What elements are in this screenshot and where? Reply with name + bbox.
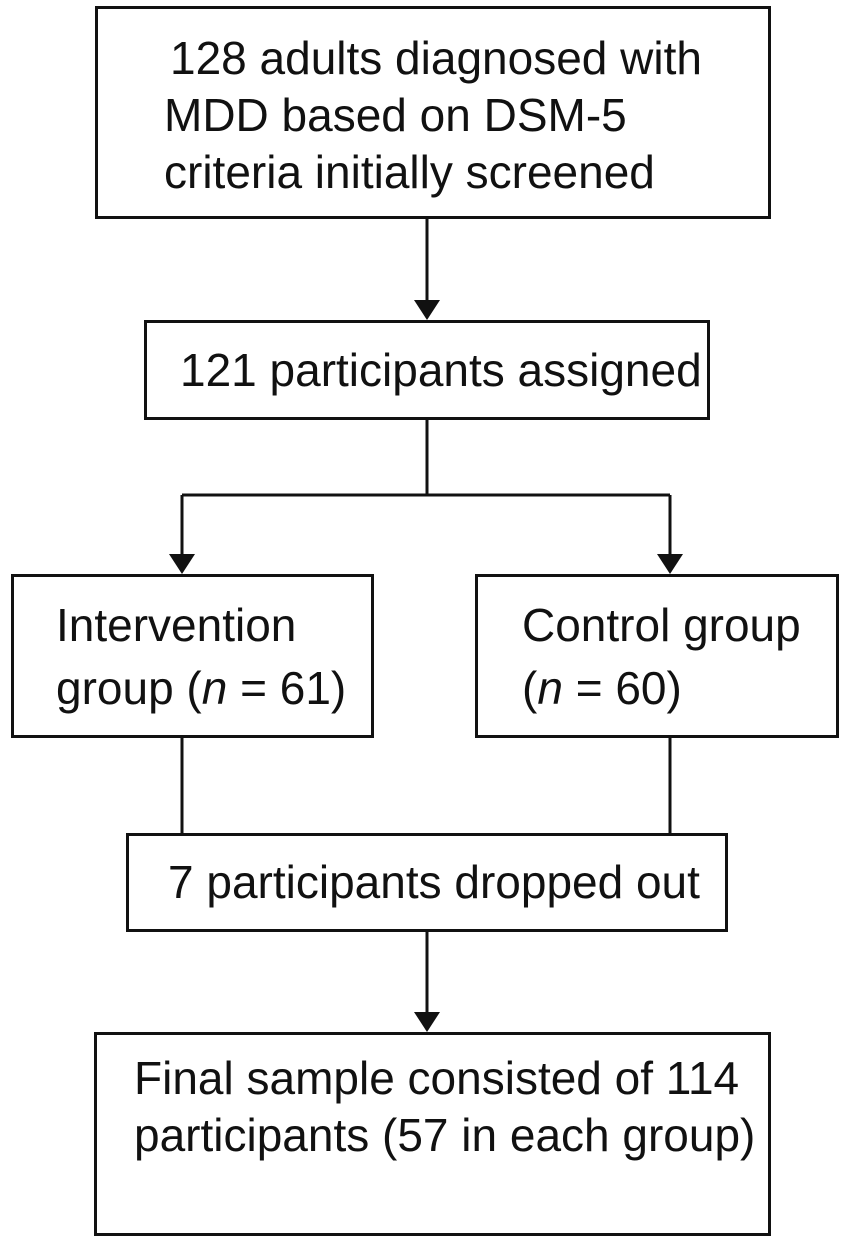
intervention-line-2-prefix: group ( — [56, 662, 202, 714]
control-count: = 60) — [562, 662, 682, 714]
screened-line-1: 128 adults diagnosed with — [170, 32, 702, 84]
control-n-symbol: n — [537, 662, 563, 714]
assigned-text: 121 participants assigned — [180, 344, 702, 396]
screened-line-3: criteria initially screened — [164, 146, 655, 198]
arrowhead-control — [657, 554, 683, 574]
dropped-box — [126, 833, 728, 932]
control-line-2-prefix: ( — [522, 662, 538, 714]
intervention-n-symbol: n — [201, 662, 228, 714]
arrowhead-intervention — [169, 554, 195, 574]
final-line-1: Final sample consisted of 114 — [134, 1052, 740, 1104]
intervention-line-1: Intervention — [56, 599, 297, 651]
intervention-box — [11, 574, 374, 738]
dropped-text: 7 participants dropped out — [168, 856, 700, 908]
control-line-1: Control group — [522, 599, 801, 651]
assigned-box — [144, 320, 710, 420]
arrowhead-assigned — [414, 300, 440, 320]
final-line-2: participants (57 in each group) — [134, 1109, 756, 1161]
screened-line-2: MDD based on DSM-5 — [164, 89, 627, 141]
screened-box — [95, 6, 771, 219]
control-line-2: (n = 60) — [522, 660, 682, 717]
final-box — [94, 1032, 771, 1236]
intervention-line-2: group (n = 61) — [56, 660, 346, 717]
control-box — [475, 574, 839, 738]
arrowhead-final — [414, 1012, 440, 1032]
intervention-count: = 61) — [227, 662, 347, 714]
